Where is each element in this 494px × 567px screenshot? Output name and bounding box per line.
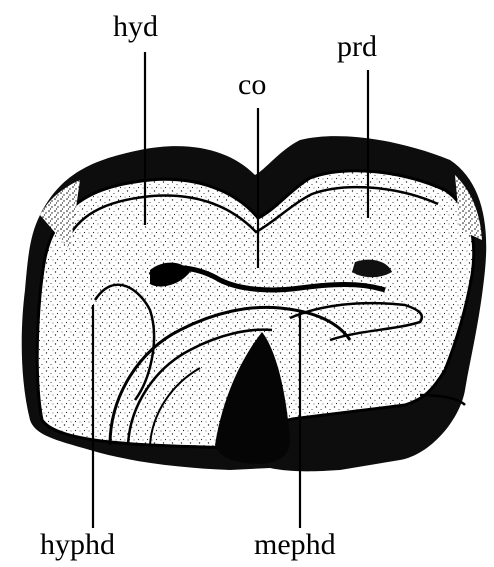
label-hyphd: hyphd [40,530,115,560]
label-hyd: hyd [113,12,158,42]
label-mephd: mephd [254,530,336,560]
label-prd: prd [337,32,377,62]
label-co: co [238,70,266,100]
